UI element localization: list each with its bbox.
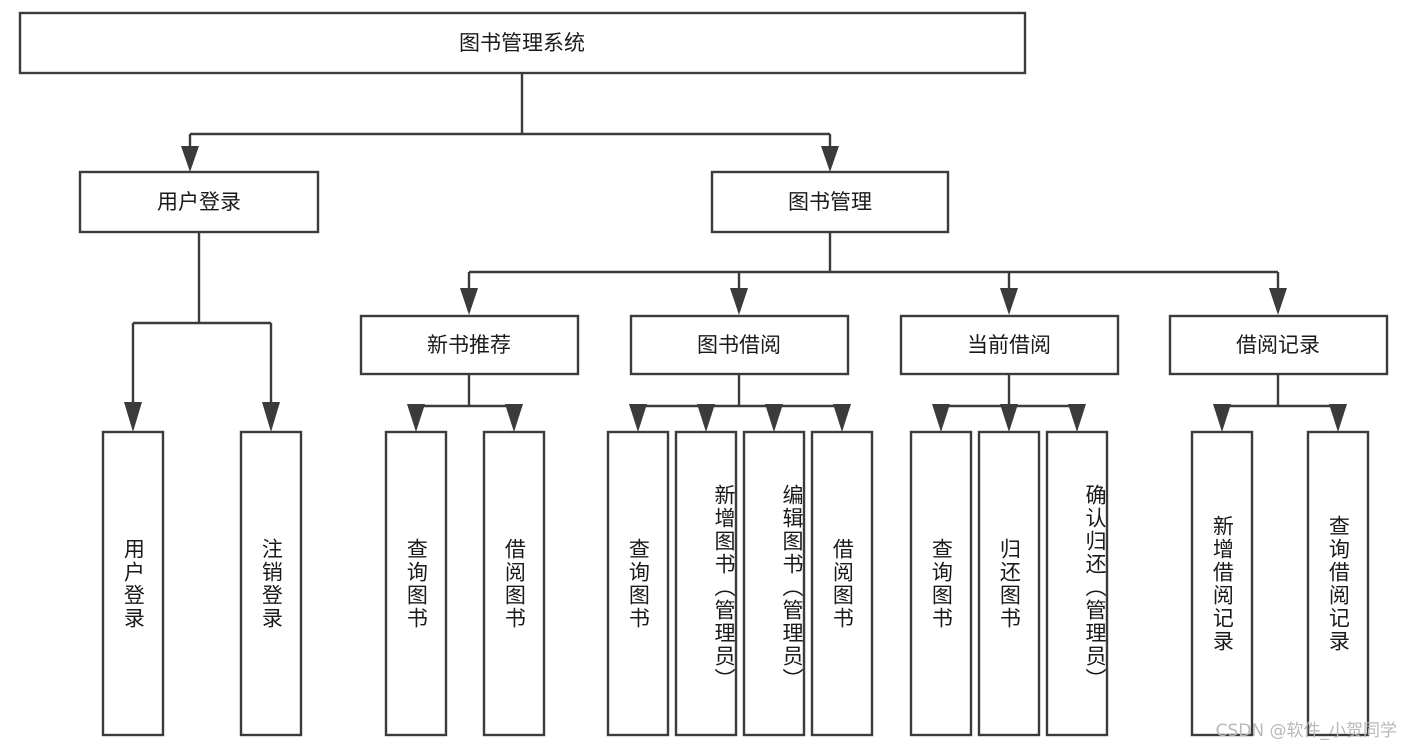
arrow-head-leaf-cb-2 <box>1000 404 1018 432</box>
node-root-label: 图书管理系统 <box>459 31 585 55</box>
watermark-text: CSDN @软件_小贺同学 <box>1215 721 1397 741</box>
leaf-box-br-add[interactable] <box>1190 430 1254 737</box>
arrow-head-leaf-cb-1 <box>932 404 950 432</box>
connector-group-borrowrecord <box>1213 374 1347 432</box>
arrow-head-newbook <box>460 288 478 315</box>
arrow-head-leaf-nb-2 <box>505 404 523 432</box>
connector-group-userlogin <box>124 232 280 432</box>
connector-group-root <box>181 73 839 172</box>
connector-group-currentborrow <box>932 374 1086 432</box>
arrow-head-leaf-user-login <box>124 402 142 432</box>
leaf-box-nb-borrow[interactable] <box>482 430 546 737</box>
node-root-box[interactable] <box>18 11 1027 75</box>
arrow-head-leaf-bb-3 <box>765 404 783 432</box>
node-borrow-record-box[interactable] <box>1168 314 1389 376</box>
arrow-head-borrowrecord <box>1269 288 1287 315</box>
arrow-head-currentborrow <box>1000 288 1018 315</box>
leaf-box-bb-borrow[interactable] <box>810 430 874 737</box>
leaf-box-cb-confirm[interactable] <box>1045 430 1109 737</box>
node-user-login-label: 用户登录 <box>157 190 241 214</box>
node-borrow-record-label: 借阅记录 <box>1236 333 1320 357</box>
arrow-head-leaf-br-2 <box>1329 404 1347 432</box>
connector-group-bookmgmt <box>460 232 1287 315</box>
node-book-borrow-box[interactable] <box>629 314 850 376</box>
leaf-box-bb-add[interactable] <box>674 430 738 737</box>
leaf-box-user-logout[interactable] <box>239 430 303 737</box>
node-book-management-label: 图书管理 <box>788 190 872 214</box>
leaf-box-nb-query[interactable] <box>384 430 448 737</box>
arrow-head-leaf-cb-3 <box>1068 404 1086 432</box>
leaf-box-br-query[interactable] <box>1306 430 1370 737</box>
leaf-box-user-login[interactable] <box>101 430 165 737</box>
arrow-head-leaf-nb-1 <box>407 404 425 432</box>
node-book-borrow-label: 图书借阅 <box>697 333 781 357</box>
arrow-head-leaf-bb-4 <box>833 404 851 432</box>
arrow-head-leaf-bb-2 <box>697 404 715 432</box>
arrow-head-leaf-bb-1 <box>629 404 647 432</box>
arrow-head-userlogin <box>181 146 199 172</box>
node-current-borrow-label: 当前借阅 <box>967 333 1051 357</box>
leaf-box-cb-return[interactable] <box>977 430 1041 737</box>
connector-group-newbook <box>407 374 523 432</box>
arrow-head-leaf-br-1 <box>1213 404 1231 432</box>
node-new-book-box[interactable] <box>359 314 580 376</box>
connector-group-bookborrow <box>629 374 851 432</box>
arrow-head-leaf-user-logout <box>262 402 280 432</box>
node-new-book-label: 新书推荐 <box>427 333 511 357</box>
arrow-head-bookborrow <box>730 288 748 315</box>
leaf-box-bb-query[interactable] <box>606 430 670 737</box>
leaf-box-cb-query[interactable] <box>909 430 973 737</box>
arrow-head-bookmgmt <box>821 146 839 172</box>
node-user-login-box[interactable] <box>78 170 320 234</box>
node-book-management-box[interactable] <box>710 170 950 234</box>
node-current-borrow-box[interactable] <box>899 314 1120 376</box>
leaf-box-bb-edit[interactable] <box>742 430 806 737</box>
